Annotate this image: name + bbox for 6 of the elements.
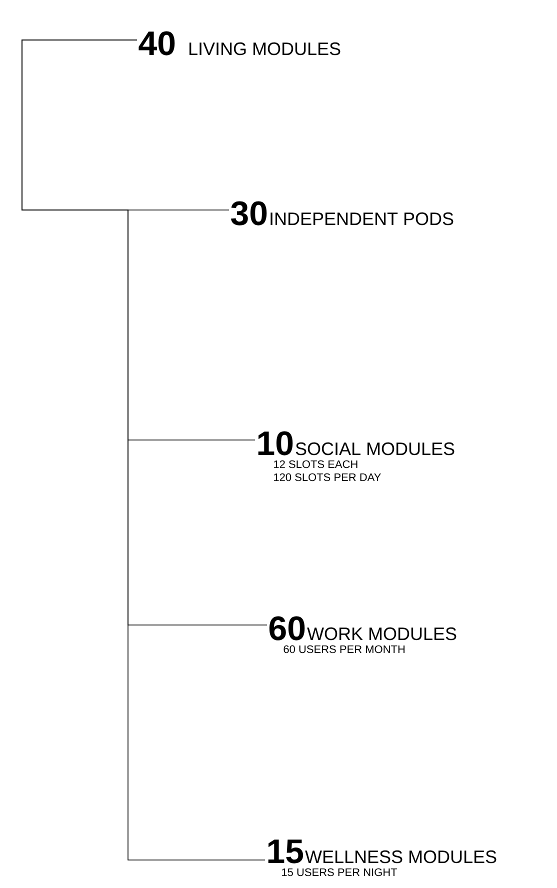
item-label: 30INDEPENDENT PODS (230, 201, 454, 226)
connector-line (22, 40, 266, 860)
item-label: 10SOCIAL MODULES 12 SLOTS EACH 120 SLOTS PER DAY (258, 431, 454, 482)
item-label: 60WORK MODULES 60 USERS PER MONTH (269, 616, 456, 654)
item-label: 15WELLNESS MODULES 15 USERS PER NIGHT (268, 840, 496, 876)
item-label: 40 LIVING MODULES (138, 31, 340, 56)
